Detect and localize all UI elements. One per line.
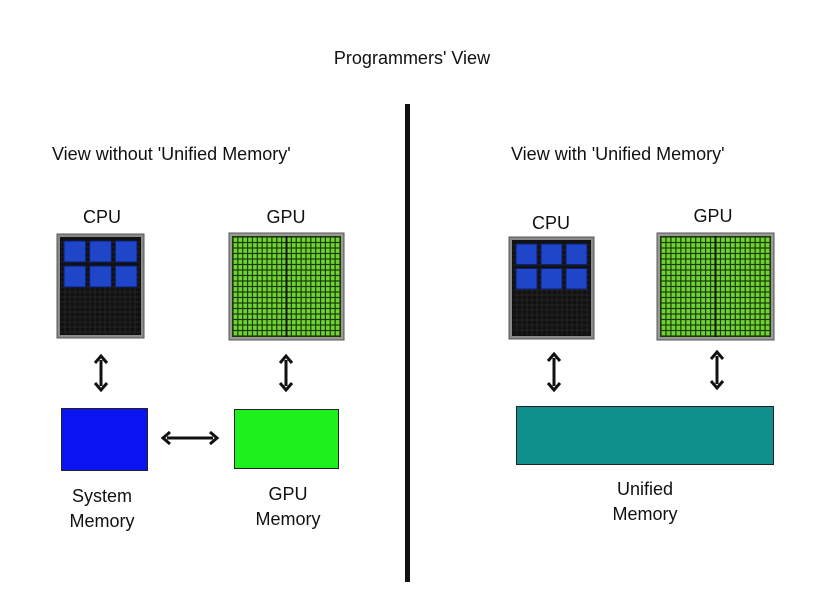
right-cpu-label: CPU	[531, 213, 571, 233]
gpu-chip-icon	[228, 232, 345, 341]
cpu-chip-icon	[508, 236, 595, 340]
double-arrow-icon	[546, 351, 562, 393]
double-arrow-icon	[709, 349, 725, 391]
system-memory-label-line1: System	[71, 486, 133, 506]
left-cpu-label: CPU	[82, 207, 122, 227]
gpu-memory-box	[234, 409, 339, 469]
system-memory-box	[61, 408, 148, 471]
system-memory-label-line2: Memory	[69, 511, 135, 531]
double-arrow-icon	[93, 353, 109, 393]
double-arrow-icon	[160, 430, 220, 446]
unified-memory-box	[516, 406, 774, 465]
double-arrow-icon	[278, 353, 294, 393]
gpu-memory-label-line2: Memory	[255, 509, 321, 529]
panel-divider	[405, 104, 410, 582]
gpu-chip-icon	[656, 232, 775, 341]
right-panel-heading: View with 'Unified Memory'	[511, 144, 725, 164]
diagram-title: Programmers' View	[333, 48, 491, 68]
gpu-memory-label-line1: GPU	[268, 484, 308, 504]
right-gpu-label: GPU	[693, 206, 733, 226]
left-panel-heading: View without 'Unified Memory'	[52, 144, 291, 164]
unified-memory-label-line2: Memory	[612, 504, 678, 524]
cpu-chip-icon	[56, 233, 145, 339]
unified-memory-label-line1: Unified	[616, 479, 674, 499]
left-gpu-label: GPU	[266, 207, 306, 227]
